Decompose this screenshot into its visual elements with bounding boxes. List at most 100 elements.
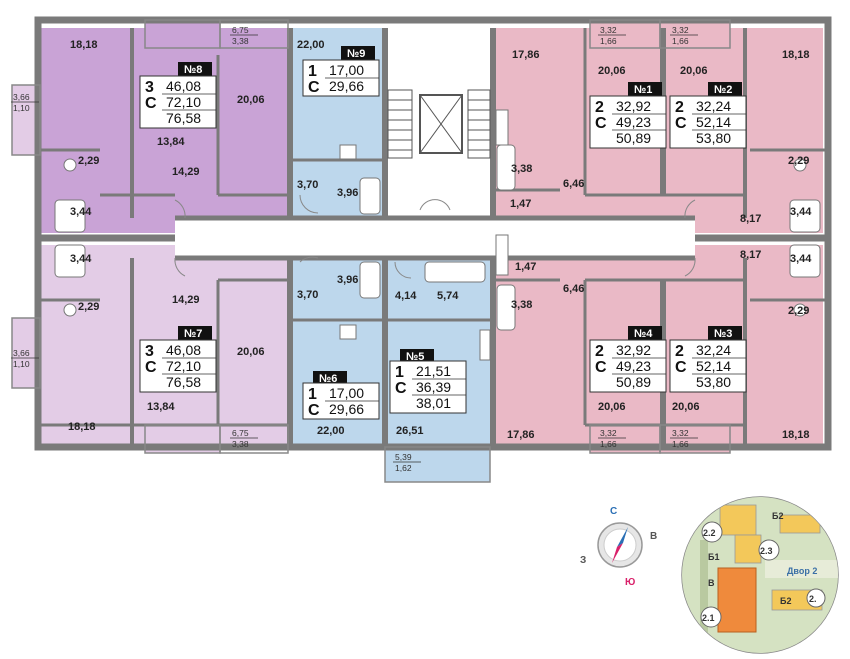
apartment-8-balcony-area bbox=[145, 22, 220, 50]
apartment-info-panel bbox=[389, 360, 467, 414]
apartment-area-value: 21,51 bbox=[416, 363, 451, 379]
balcony-area-top: 6,75 bbox=[232, 428, 249, 438]
elevator-icon bbox=[419, 94, 463, 154]
apartment-type: С bbox=[675, 115, 687, 132]
apartment-number: №9 bbox=[347, 48, 365, 60]
balcony-area-bottom: 1,66 bbox=[672, 36, 689, 46]
stairwell bbox=[385, 28, 493, 218]
room-area-label: 22,00 bbox=[317, 425, 345, 437]
balcony-labels: 6,753,383,321,663,321,663,661,103,661,10… bbox=[11, 25, 698, 473]
room-area-label: 3,44 bbox=[790, 206, 812, 218]
apartment-info-panel bbox=[139, 75, 217, 129]
room-area-label: 4,14 bbox=[395, 290, 417, 302]
apartment-area-value: 53,80 bbox=[696, 374, 731, 390]
apartment-number: №8 bbox=[184, 64, 202, 76]
room-labels: 18,18 22,00 17,86 20,06 20,06 18,18 20,06 13,84… bbox=[68, 39, 812, 441]
apartment-number-badge bbox=[628, 82, 662, 96]
room-fills bbox=[12, 22, 823, 482]
room-area-label: 18,18 bbox=[70, 39, 98, 51]
apartment-area-value: 32,24 bbox=[696, 98, 731, 114]
room-area-label: 8,17 bbox=[740, 249, 761, 261]
balcony-area-top: 3,32 bbox=[600, 428, 617, 438]
apartment-rooms-count: 1 bbox=[395, 364, 404, 381]
balcony-area-top: 5,39 bbox=[395, 452, 412, 462]
room-area-label: 13,84 bbox=[147, 401, 175, 413]
apartment-number-badge bbox=[708, 326, 742, 340]
balcony-area-label: 6,753,38 bbox=[230, 25, 258, 46]
kitchen-counter-icon bbox=[495, 234, 509, 276]
site-map-label: 2.3 bbox=[760, 546, 773, 556]
room-area-label: 18,18 bbox=[68, 421, 96, 433]
apartment-area-value: 76,58 bbox=[166, 374, 201, 390]
balcony-area-top: 6,75 bbox=[232, 25, 249, 35]
apartment-rooms-count: 2 bbox=[595, 99, 604, 116]
balcony-area-top: 3,32 bbox=[672, 428, 689, 438]
apartment-area-value: 46,08 bbox=[166, 342, 201, 358]
compass-needle-south bbox=[612, 543, 623, 563]
room-area-label: 3,44 bbox=[70, 253, 92, 265]
balcony-area-bottom: 1,66 bbox=[600, 36, 617, 46]
apartment-type: С bbox=[595, 359, 607, 376]
apartment-info-panel bbox=[589, 95, 667, 149]
apartment-type: С bbox=[675, 359, 687, 376]
apartment-area-value: 36,39 bbox=[416, 379, 451, 395]
apartment-type: С bbox=[308, 79, 320, 96]
doors bbox=[174, 194, 696, 279]
room-area-label: 2,29 bbox=[788, 155, 809, 167]
apartment-info-panel bbox=[139, 339, 217, 393]
apartment-number-badge bbox=[178, 326, 212, 340]
compass-south-label: Ю bbox=[625, 577, 635, 588]
apartment-rooms-count: 1 bbox=[308, 386, 317, 403]
site-map-label: 2.2 bbox=[703, 528, 716, 538]
balcony-area-label: 3,321,66 bbox=[598, 25, 626, 46]
apartment-number: №3 bbox=[714, 328, 732, 340]
room-area-label: 20,06 bbox=[237, 94, 265, 106]
room-area-label: 6,46 bbox=[563, 283, 584, 295]
room-area-label: 17,86 bbox=[507, 429, 535, 441]
bathtub-icon bbox=[54, 244, 86, 278]
balcony-area-top: 3,66 bbox=[13, 92, 30, 102]
room-area-label: 2,29 bbox=[78, 301, 99, 313]
apartment-area-value: 38,01 bbox=[416, 395, 451, 411]
site-map-label: 2.1 bbox=[702, 613, 715, 623]
sink-icon bbox=[339, 144, 357, 160]
apartment-rooms-count: 3 bbox=[145, 79, 154, 96]
room-area-label: 2,29 bbox=[788, 305, 809, 317]
room-area-label: 3,70 bbox=[297, 179, 318, 191]
apartment-area-value: 46,08 bbox=[166, 78, 201, 94]
room-area-label: 3,96 bbox=[337, 274, 358, 286]
apartment-info-panel bbox=[589, 339, 667, 393]
apartment-area-value: 50,89 bbox=[616, 374, 651, 390]
room-area-label: 20,06 bbox=[672, 401, 700, 413]
room-area-label: 14,29 bbox=[172, 166, 200, 178]
toilet-icon bbox=[793, 158, 807, 172]
apartment-5-balcony-area bbox=[385, 447, 490, 482]
apartment-area-value: 52,14 bbox=[696, 358, 731, 374]
compass-needle-north bbox=[617, 527, 628, 547]
apartment-8-area[interactable] bbox=[40, 28, 290, 233]
site-map: 2.2 2.3 2.1 2. Б2 Б1 Б2 В Двор 2 bbox=[681, 496, 839, 654]
room-area-label: 20,06 bbox=[598, 401, 626, 413]
compass-east-label: В bbox=[650, 531, 657, 542]
balcony-area-bottom: 3,38 bbox=[232, 36, 249, 46]
balcony-area-label: 3,321,66 bbox=[598, 428, 626, 449]
site-map-label: Б2 bbox=[780, 596, 791, 606]
room-area-label: 1,47 bbox=[510, 198, 531, 210]
compass-north-label: С bbox=[610, 506, 617, 517]
balcony-area-label: 6,753,38 bbox=[230, 428, 258, 449]
room-area-label: 3,38 bbox=[511, 163, 532, 175]
bathtub-icon bbox=[789, 199, 821, 233]
apartment-rooms-count: 3 bbox=[145, 343, 154, 360]
apartment-rooms-count: 2 bbox=[675, 343, 684, 360]
site-map-label: Б1 bbox=[708, 552, 719, 562]
